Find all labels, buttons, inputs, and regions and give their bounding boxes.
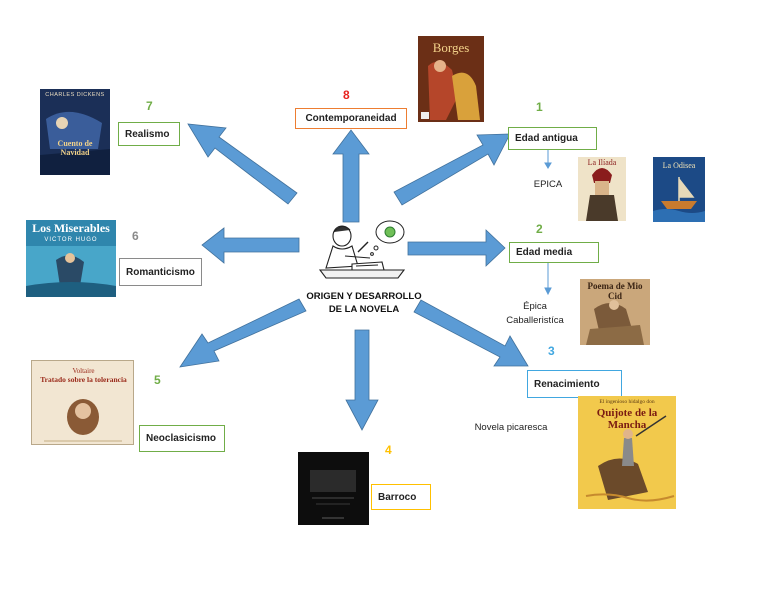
- arrow-to-neoclasicismo: [179, 298, 307, 368]
- arrow-to-edad-antigua: [393, 133, 511, 206]
- book-title-mio-cid: Poema de Mio Cid: [587, 281, 643, 301]
- arrow-to-romanticismo: [201, 227, 300, 264]
- book-subtitle-quijote: El ingenioso hidalgo don: [599, 399, 655, 405]
- note-epica-caballeristica-1: Épica: [523, 301, 547, 312]
- book-title-quijote: Quijote de la Mancha: [596, 407, 658, 431]
- note-epica-caballeristica-2: Caballeristíca: [506, 315, 564, 326]
- stage-edad-antigua: Edad antigua: [508, 127, 597, 150]
- book-title-odisea: La Odisea: [662, 161, 696, 170]
- stage-barroco: Barroco: [371, 484, 431, 510]
- book-author-voltaire: Voltaire: [72, 367, 95, 375]
- book-title-iliada: La Ilíada: [587, 158, 617, 167]
- number-realismo: 7: [146, 99, 153, 113]
- book-title-borges: Borges: [432, 40, 470, 55]
- book-cover-odisea: La Odisea: [653, 157, 705, 222]
- book-cover-borges: Borges: [418, 36, 484, 122]
- book-title-tolerancia: Tratado sobre la tolerancia: [40, 375, 127, 384]
- stage-realismo: Realismo: [118, 122, 180, 146]
- book-author-hugo: VICTOR HUGO: [44, 237, 98, 243]
- arrow-to-renacimiento: [413, 299, 529, 367]
- book-cover-quijote: El ingenioso hidalgo don Quijote de la M…: [578, 396, 676, 509]
- arrow-to-contemporaneidad: [332, 129, 370, 223]
- connector-media-epica-head: [544, 287, 552, 296]
- book-cover-miserables: Los Miserables VICTOR HUGO: [26, 220, 116, 297]
- connector-antigua-epica-head: [544, 162, 552, 169]
- arrow-to-edad-media: [407, 229, 506, 267]
- center-illustration: [312, 218, 412, 288]
- arrow-to-realismo: [187, 123, 298, 205]
- book-cover-voltaire: Voltaire Tratado sobre la tolerancia: [31, 360, 134, 445]
- number-contemporaneidad: 8: [343, 88, 350, 102]
- stage-contemporaneidad: Contemporaneidad: [295, 108, 407, 129]
- book-title-dickens: Cuento de Navidad: [57, 139, 93, 157]
- note-epica: EPICA: [533, 179, 563, 190]
- number-romanticismo: 6: [132, 229, 139, 243]
- book-author-dickens: CHARLES DICKENS: [45, 92, 105, 98]
- number-renacimiento: 3: [548, 344, 555, 358]
- book-cover-mio-cid: Poema de Mio Cid: [580, 279, 650, 345]
- note-novela-picaresca: Novela picaresca: [474, 422, 548, 433]
- book-title-miserables: Los Miserables: [32, 221, 110, 235]
- book-cover-barroco: [298, 452, 369, 525]
- number-neoclasicismo: 5: [154, 373, 161, 387]
- book-cover-iliada: La Ilíada: [578, 157, 626, 221]
- center-title: ORIGEN Y DESARROLLO DE LA NOVELA: [306, 291, 422, 315]
- stage-romanticismo: Romanticismo: [119, 258, 202, 286]
- stage-renacimiento: Renacimiento: [527, 370, 622, 398]
- number-edad-media: 2: [536, 222, 543, 236]
- number-edad-antigua: 1: [536, 100, 543, 114]
- stage-neoclasicismo: Neoclasicismo: [139, 425, 225, 452]
- stage-edad-media: Edad media: [509, 242, 599, 263]
- arrow-to-barroco: [345, 329, 379, 431]
- book-cover-dickens: CHARLES DICKENS Cuento de Navidad: [40, 89, 110, 175]
- number-barroco: 4: [385, 443, 392, 457]
